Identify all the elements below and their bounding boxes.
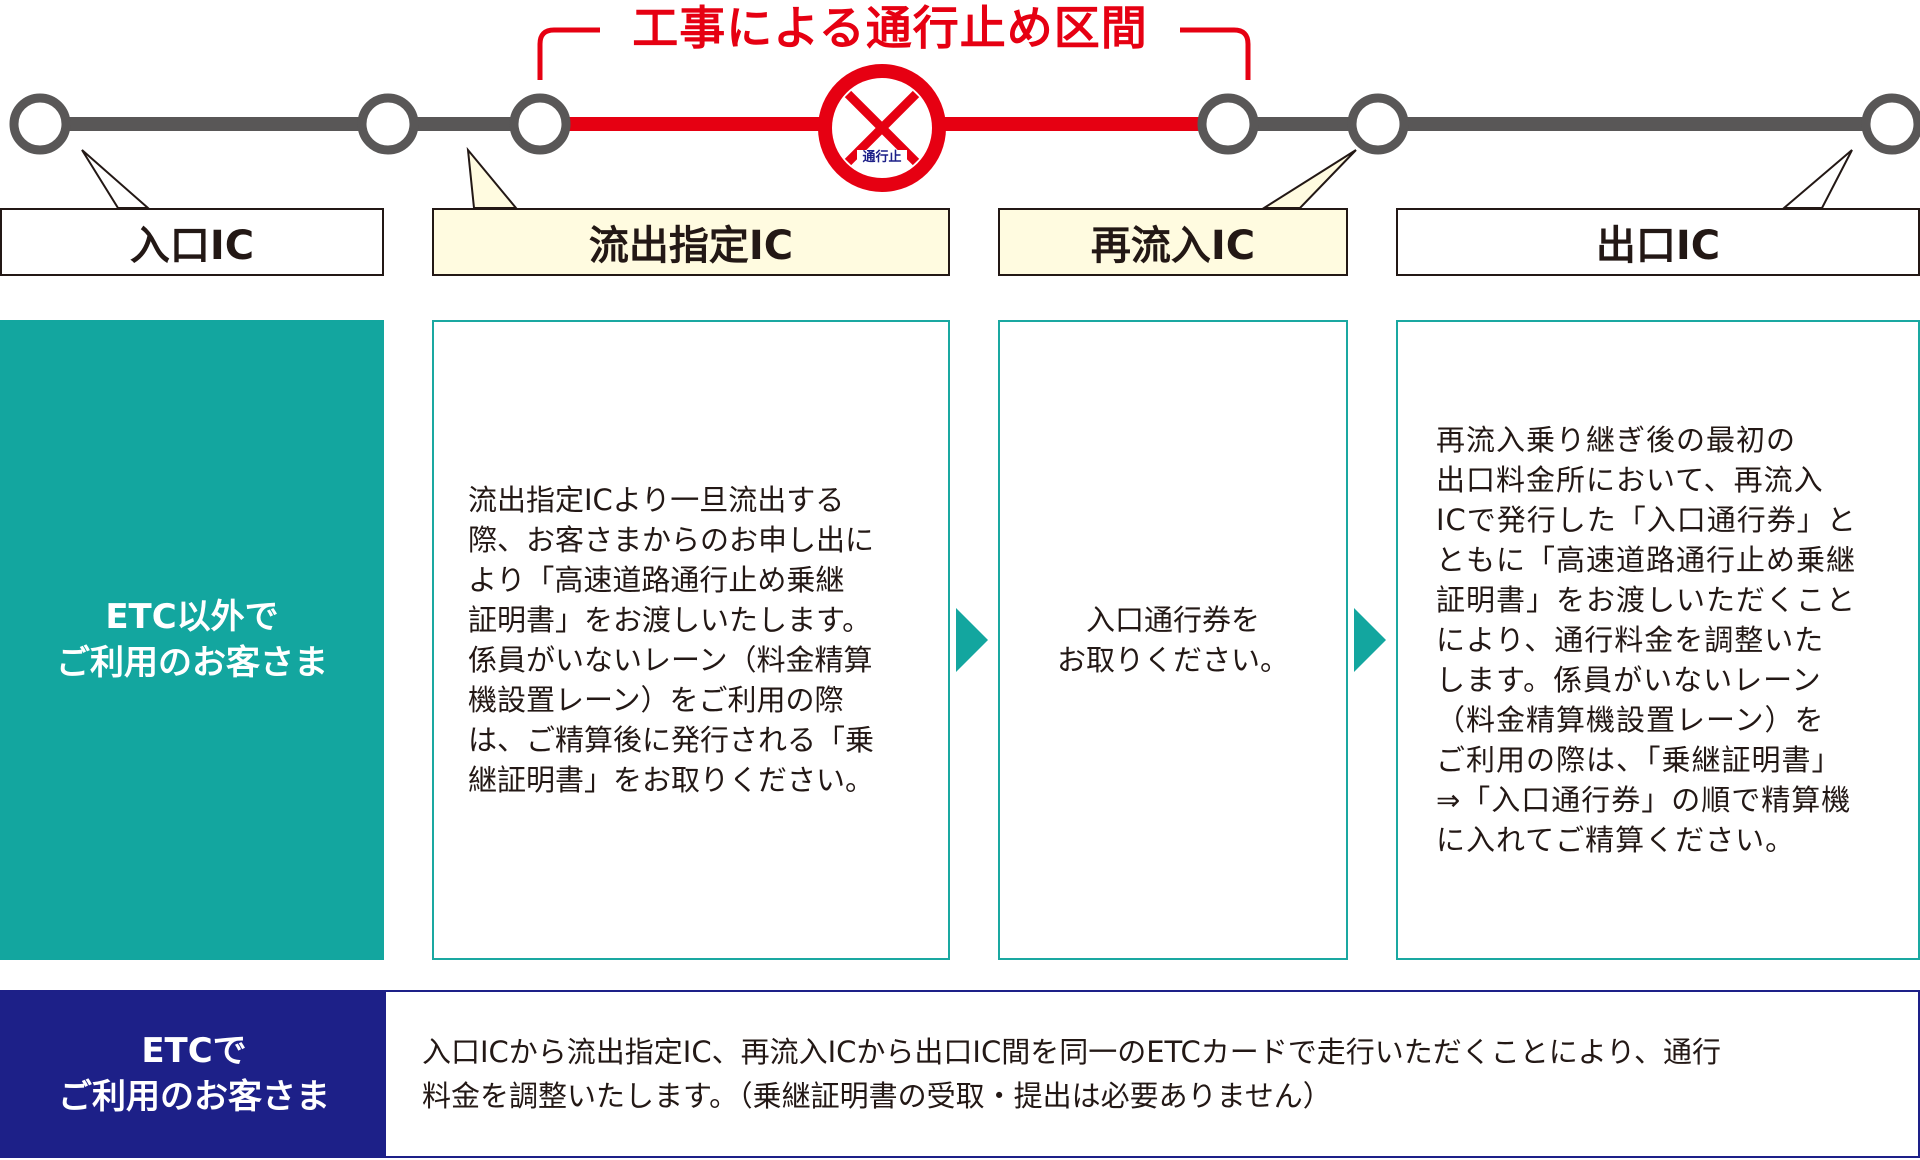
reentry-text: 入口通行券を お取りください。: [1056, 603, 1289, 677]
closure-bracket-right: [1180, 27, 1251, 80]
closure-bracket-left: [537, 27, 600, 80]
label-exit-ic: 出口IC: [1396, 208, 1920, 276]
ic-node-exit: [1861, 93, 1920, 155]
callout-pointer-exit: [1781, 149, 1853, 209]
etc-section: ETCで ご利用のお客さま 入口ICから流出指定IC、再流入ICから出口IC間を…: [0, 990, 1920, 1158]
reentry-instructions: 入口通行券を お取りください。: [998, 320, 1348, 960]
callout-pointer-designated-exit: [466, 146, 519, 209]
label-entrance-ic: 入口IC: [0, 208, 384, 276]
arrow-right-icon: [1354, 608, 1386, 672]
etc-header: ETCで ご利用のお客さま: [2, 992, 386, 1156]
callout-pointer-entrance: [81, 149, 151, 209]
ic-node-reentry: [1197, 93, 1259, 155]
non-etc-header: ETC以外で ご利用のお客さま: [0, 320, 384, 960]
closure-sign-label: 通行止: [857, 150, 907, 166]
exit-text: 再流入乗り継ぎ後の最初の 出口料金所において、再流入 ICで発行した「入口通行券…: [1436, 423, 1857, 857]
exit-instructions: 再流入乗り継ぎ後の最初の 出口料金所において、再流入 ICで発行した「入口通行券…: [1396, 320, 1920, 960]
ic-node-2: [357, 93, 419, 155]
road-closed-sign-icon: [818, 64, 946, 192]
label-reentry-ic: 再流入IC: [998, 208, 1348, 276]
etc-text: 入口ICから流出指定IC、再流入ICから出口IC間を同一のETCカードで走行いた…: [422, 1035, 1722, 1113]
label-designated-exit-ic: 流出指定IC: [432, 208, 950, 276]
ic-node-5: [1347, 93, 1409, 155]
ic-node-entrance: [9, 93, 71, 155]
closure-section-title: 工事による通行止め区間: [632, 1, 1148, 55]
arrow-right-icon: [956, 608, 988, 672]
designated-exit-instructions: 流出指定ICより一旦流出する 際、お客さまからのお申し出に より「高速道路通行止…: [432, 320, 950, 960]
designated-exit-text: 流出指定ICより一旦流出する 際、お客さまからのお申し出に より「高速道路通行止…: [468, 483, 875, 797]
callout-pointer-reentry: [1260, 149, 1357, 209]
route-diagram: [9, 27, 1920, 209]
ic-node-designated-exit: [509, 93, 571, 155]
